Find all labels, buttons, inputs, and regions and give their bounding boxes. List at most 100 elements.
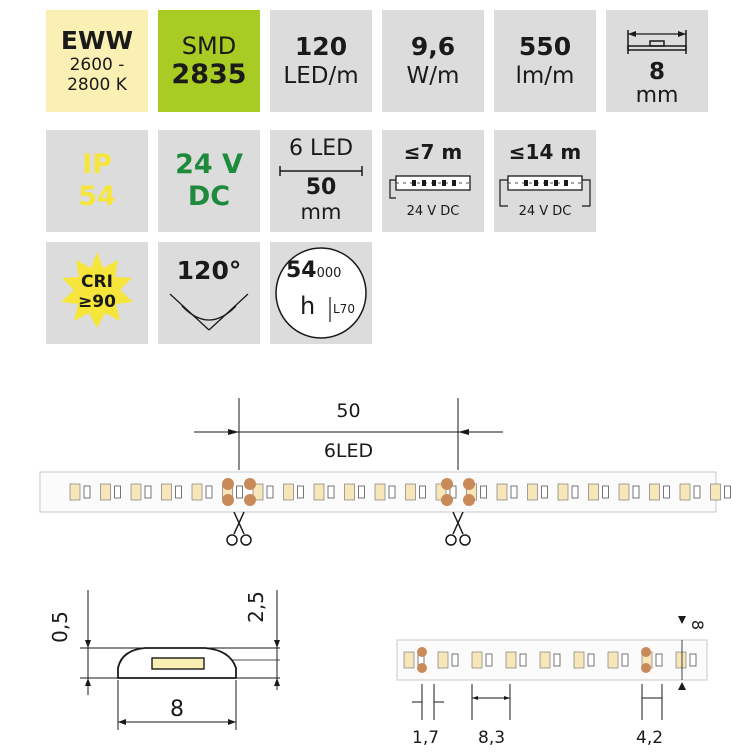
detail-led-chip	[573, 651, 585, 669]
detail-led-chip	[437, 651, 449, 669]
resistor	[297, 485, 304, 499]
detail-dim-8: 8	[688, 619, 708, 631]
detail-solder-pad	[417, 647, 427, 657]
cut-pitch-value: 50	[336, 400, 361, 422]
smd-label: SMD	[181, 32, 237, 60]
resistor	[144, 485, 152, 499]
detail-solder-pad	[641, 663, 651, 673]
led-chip	[557, 483, 569, 501]
profile-dim-2-5: 2,5	[243, 591, 268, 623]
single-feed-length: ≤7 m	[403, 140, 463, 164]
power-tile: 9,6 W/m	[382, 10, 484, 112]
detail-resistor	[689, 653, 697, 667]
resistor	[83, 485, 91, 499]
led-chip	[191, 483, 203, 501]
profile-dim-8: 8	[170, 697, 184, 722]
solder-pad	[441, 494, 453, 506]
solder-pad	[244, 494, 256, 506]
cct-range-line1: 2600 -	[69, 55, 125, 75]
detail-dim-8-3: 8,3	[478, 728, 506, 748]
luminous-flux-tile: 550 lm/m	[494, 10, 596, 112]
double-feed-length: ≤14 m	[508, 140, 582, 164]
voltage-tile: 24 V DC	[158, 130, 260, 232]
solder-pad	[463, 478, 475, 490]
led-strip-full	[39, 471, 731, 513]
led-chip	[527, 483, 538, 501]
led-chip	[405, 483, 416, 501]
solder-pad	[441, 478, 453, 490]
led-chip	[588, 483, 599, 501]
detail-led-chip	[471, 651, 483, 669]
smd-type-tile: SMD 2835	[158, 10, 260, 112]
resistor	[388, 485, 396, 499]
lifetime-rating: L70	[333, 302, 355, 316]
double-feed-voltage: 24 V DC	[518, 204, 572, 219]
detail-led-chip	[539, 651, 551, 669]
resistor	[510, 485, 518, 499]
detail-resistor	[553, 653, 561, 667]
led-chip	[69, 483, 81, 501]
resistor	[449, 485, 457, 499]
resistor	[419, 485, 426, 499]
resistor	[358, 485, 365, 499]
width-value: 8	[648, 59, 665, 85]
resistor	[205, 485, 213, 499]
double-feed-tile: ≤14 m 24 V DC	[494, 130, 596, 232]
double-feed-strip-icon	[499, 175, 591, 207]
strip-width-tile: 8 mm	[606, 10, 708, 112]
lifetime-circle-icon	[275, 247, 367, 339]
cut-divider-icon	[279, 166, 363, 176]
voltage-type: DC	[187, 181, 231, 212]
resistor	[663, 485, 670, 499]
detail-resistor	[485, 653, 493, 667]
ip-rating-tile: IP 54	[46, 130, 148, 232]
cct-range-line2: 2800 K	[67, 75, 127, 95]
beam-angle-value: 120°	[176, 256, 242, 285]
lifetime-unit: h	[300, 292, 316, 320]
width-unit: mm	[635, 83, 679, 108]
power-value: 9,6	[410, 32, 456, 61]
lifetime-hours: 54000	[286, 258, 341, 283]
lifetime-value: 54	[286, 258, 317, 283]
led-chip	[710, 483, 721, 501]
led-density-value: 120	[294, 32, 348, 61]
flux-unit: lm/m	[515, 63, 575, 89]
resistor	[541, 485, 548, 499]
profile-cross-section	[80, 590, 280, 730]
led-density-unit: LED/m	[283, 63, 359, 89]
ip-value: 54	[78, 181, 116, 212]
led-chip	[283, 483, 294, 501]
cut-led-count: 6 LED	[288, 136, 354, 161]
cut-length-tile: 6 LED 50 mm	[270, 130, 372, 232]
cut-pitch-led-label: 6LED	[323, 440, 374, 462]
beam-angle-tile: 120°	[158, 242, 260, 344]
cri-tile: CRI ≥90	[46, 242, 148, 344]
strip-detail	[396, 616, 708, 720]
cri-star-icon	[61, 252, 133, 328]
scissors-icon-right[interactable]	[443, 511, 473, 548]
led-chip	[161, 483, 172, 501]
smd-code: 2835	[171, 59, 247, 90]
cri-value: ≥90	[78, 292, 116, 312]
led-chip	[649, 483, 660, 501]
single-feed-voltage: 24 V DC	[406, 204, 460, 219]
resistor	[693, 485, 701, 499]
resistor	[480, 485, 487, 499]
detail-resistor	[451, 653, 459, 667]
scissors-icon-left[interactable]	[224, 511, 254, 548]
resistor	[266, 485, 274, 499]
led-chip	[100, 483, 111, 501]
resistor	[632, 485, 640, 499]
resistor	[571, 485, 579, 499]
led-chip	[374, 483, 386, 501]
led-chip	[130, 483, 142, 501]
led-chip	[313, 483, 325, 501]
detail-solder-pad	[417, 663, 427, 673]
led-chip	[496, 483, 508, 501]
ip-label: IP	[82, 149, 112, 180]
led-chip	[252, 483, 264, 501]
led-chip	[679, 483, 691, 501]
led-chip	[344, 483, 355, 501]
single-feed-strip-icon	[389, 175, 471, 199]
profile-dim-0-5: 0,5	[47, 611, 72, 643]
